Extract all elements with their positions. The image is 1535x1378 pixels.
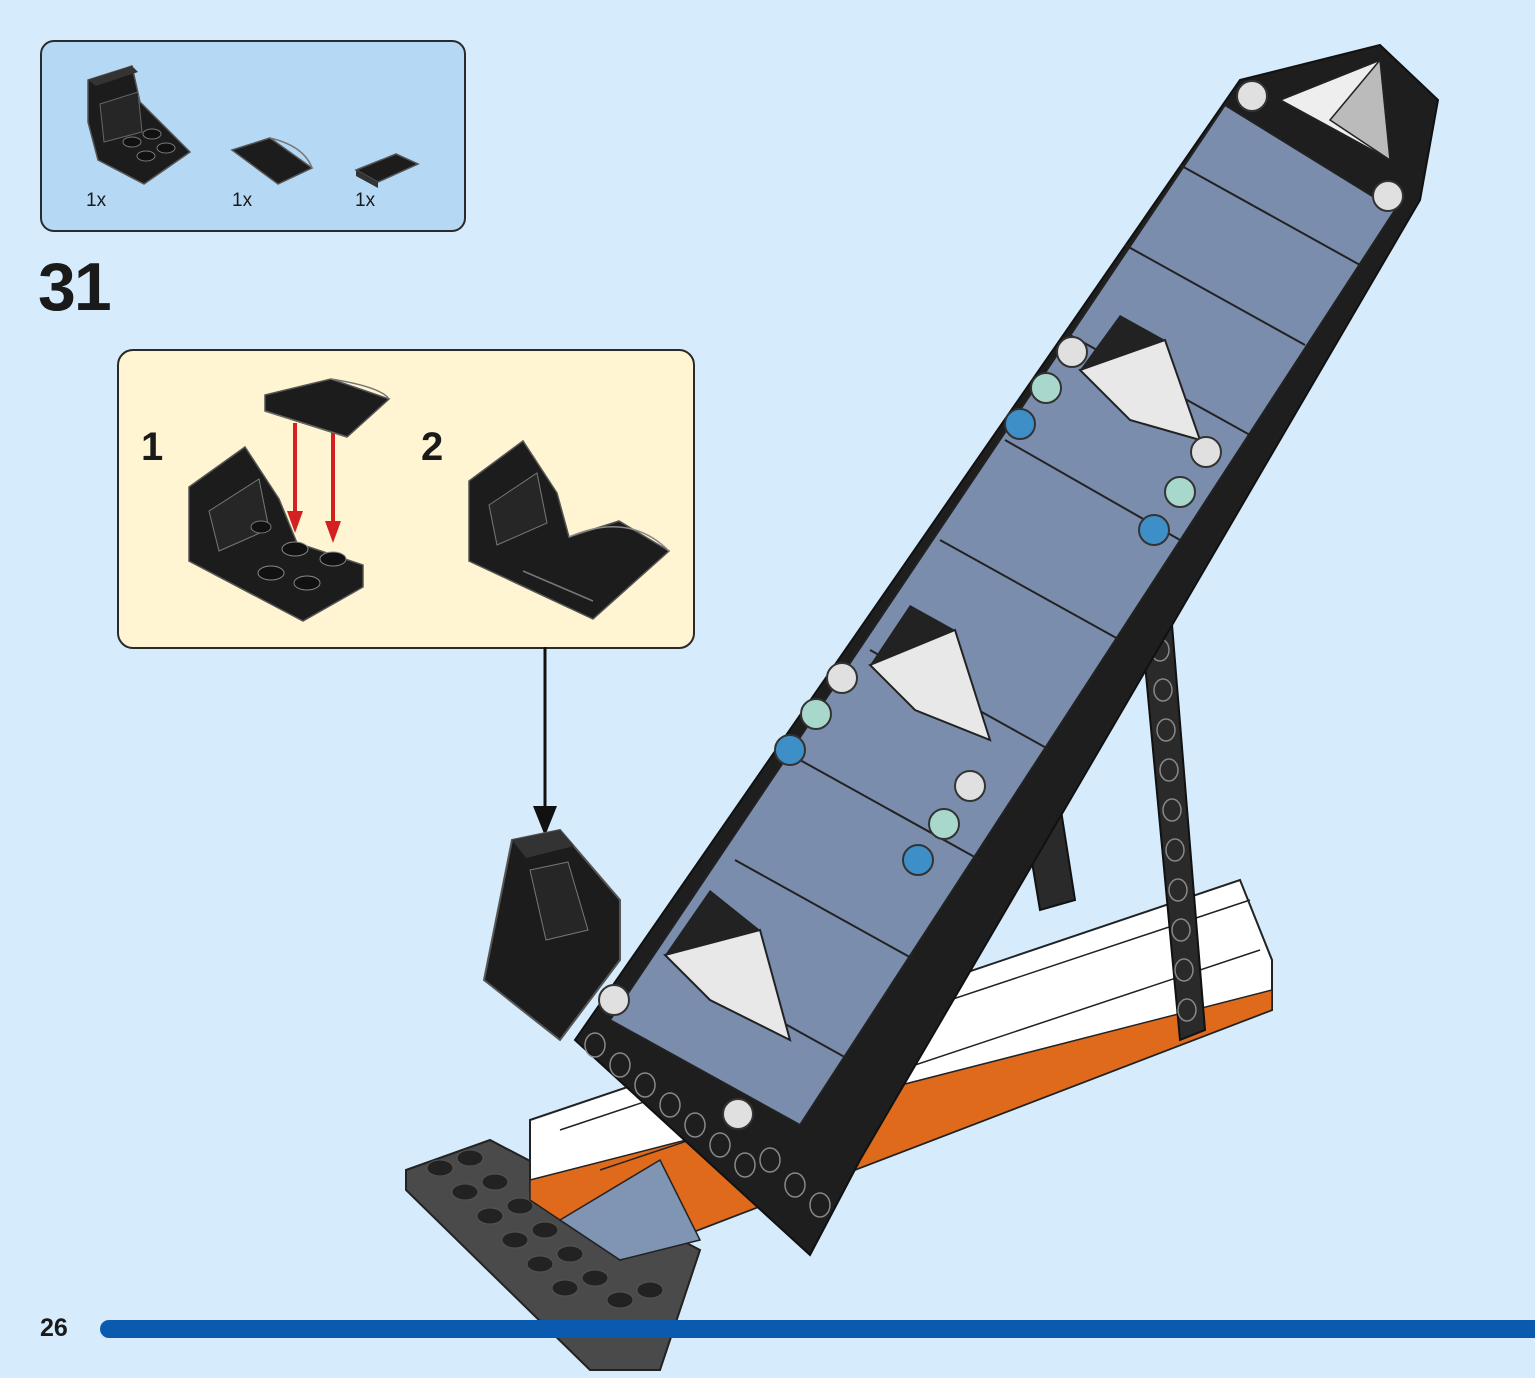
gray-base-plate (405, 1138, 702, 1371)
parts-illustrations (87, 65, 420, 188)
page-number: 26 (40, 1314, 68, 1342)
curved-slope-part-icon (230, 137, 314, 185)
triangle-tiles (663, 58, 1392, 1042)
bracket-assembly-2-icon (468, 439, 671, 620)
round-studs (598, 80, 1404, 1130)
tile-part-icon (354, 153, 420, 188)
sub-step-number-1: 1 (141, 425, 164, 469)
bracket-assembly-1-icon (188, 445, 364, 622)
placement-arrow-icon (533, 647, 557, 836)
curved-slope-floating-icon (264, 378, 391, 438)
sand-blue-tower (573, 43, 1440, 1257)
sub-step-box: 1 2 (117, 349, 695, 649)
sub-step-illustrations (188, 378, 671, 622)
progress-bar (100, 1320, 1535, 1338)
part-qty-2: 1x (232, 190, 253, 211)
step-number: 31 (38, 249, 112, 325)
parts-list-box: 1x 1x 1x (40, 40, 466, 232)
sub-step-number-2: 2 (421, 425, 444, 469)
black-bracket-placed (482, 828, 621, 1042)
part-qty-3: 1x (355, 190, 376, 211)
bracket-part-icon (87, 65, 192, 185)
red-arrow-icon (287, 423, 341, 543)
part-qty-1: 1x (86, 190, 107, 211)
